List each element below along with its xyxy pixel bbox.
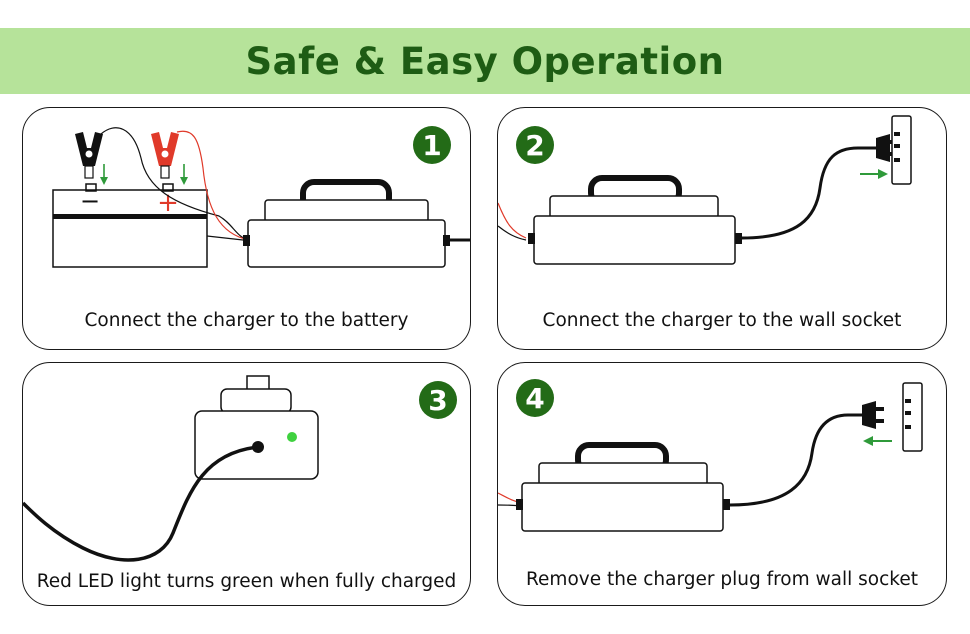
charger-unit bbox=[528, 175, 742, 265]
step-2-illustration bbox=[498, 115, 912, 265]
cord-port bbox=[252, 441, 264, 453]
step-3-caption: Red LED light turns green when fully cha… bbox=[36, 571, 457, 592]
battery-positive-sign: + bbox=[157, 188, 179, 218]
step-3-illustration bbox=[23, 375, 319, 562]
wall-socket-icon bbox=[891, 115, 912, 185]
step-4-illustration bbox=[498, 382, 923, 532]
step-number-badge: 1 bbox=[413, 126, 451, 164]
down-arrow-icon bbox=[100, 164, 188, 185]
step-4-panel: 4 Remove the charger plug from wall sock… bbox=[497, 362, 947, 606]
step-number-badge: 3 bbox=[419, 381, 457, 419]
black-clamp-icon bbox=[75, 132, 103, 179]
left-arrow-icon bbox=[863, 436, 892, 446]
battery-negative-sign: − bbox=[80, 187, 100, 215]
plug-icon bbox=[862, 401, 884, 429]
step-number-badge: 4 bbox=[516, 379, 554, 417]
right-arrow-icon bbox=[860, 169, 888, 179]
step-number-badge: 2 bbox=[516, 126, 554, 164]
step-4-caption: Remove the charger plug from wall socket bbox=[526, 569, 918, 590]
step-2-panel: 2 Connect the charger to the wall socket bbox=[497, 107, 947, 350]
step-1-caption: Connect the charger to the battery bbox=[84, 310, 409, 331]
red-clamp-icon bbox=[151, 132, 179, 179]
battery bbox=[52, 183, 208, 268]
charger-unit bbox=[516, 442, 730, 532]
step-2-caption: Connect the charger to the wall socket bbox=[542, 310, 902, 331]
step-1-illustration: − + bbox=[52, 127, 470, 268]
led-indicator-icon bbox=[287, 432, 297, 442]
wall-socket-icon bbox=[902, 382, 923, 452]
step-3-panel: 3 Red LED light turns green when fully c… bbox=[22, 362, 471, 606]
page-title: Safe & Easy Operation bbox=[245, 39, 725, 83]
charger-unit bbox=[243, 179, 470, 268]
step-1-panel: − + bbox=[22, 107, 471, 350]
title-banner: Safe & Easy Operation bbox=[0, 28, 970, 94]
